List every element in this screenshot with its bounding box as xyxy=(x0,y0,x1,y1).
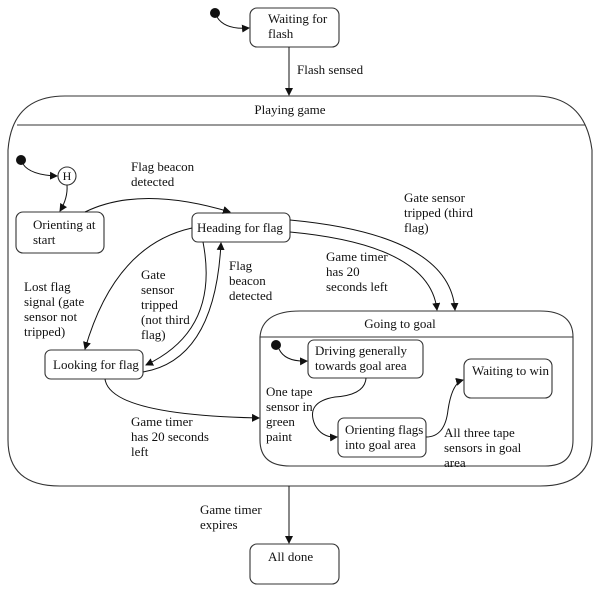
transition-heading-gate-not-third xyxy=(145,241,207,366)
all-done-label: All done xyxy=(268,549,314,564)
orienting-flags-label: Orienting flags into goal area xyxy=(345,422,424,452)
gate-sensor-not-third-label: Gate sensor tripped (not third flag) xyxy=(141,267,190,342)
waiting-for-flash-label: Waiting for flash xyxy=(268,11,328,41)
initial-state-top xyxy=(210,8,220,18)
transition-history-to-orienting xyxy=(59,184,68,212)
transition-looking-flag-beacon xyxy=(142,242,225,373)
waiting-to-win-box[interactable] xyxy=(463,358,553,399)
game-timer-20-label-a: Game timer has 20 seconds left xyxy=(326,249,388,294)
waiting-to-win-label: Waiting to win xyxy=(472,363,549,378)
orienting-at-start-box[interactable] xyxy=(15,211,105,254)
transition-init-to-driving xyxy=(278,348,308,366)
gate-sensor-third-label: Gate sensor tripped (third flag) xyxy=(404,190,473,235)
transition-heading-timer-20 xyxy=(289,231,441,311)
history-label: H xyxy=(62,169,72,183)
all-three-tape-label: All three tape sensors in goal area xyxy=(444,425,522,470)
driving-towards-goal-label: Driving generally towards goal area xyxy=(315,343,408,373)
transition-orienting-to-heading xyxy=(84,198,231,214)
all-done-box[interactable] xyxy=(249,543,340,585)
transition-heading-gate-third xyxy=(289,219,459,311)
looking-for-flag-box[interactable] xyxy=(44,349,144,380)
orienting-at-start-label: Orienting at start xyxy=(33,217,96,247)
looking-for-flag-label: Looking for flag xyxy=(53,357,139,372)
waiting-for-flash-box[interactable] xyxy=(249,7,340,48)
initial-state-goal xyxy=(271,340,281,350)
one-tape-sensor-label: One tape sensor in green paint xyxy=(266,384,313,444)
going-to-goal-border xyxy=(259,310,574,467)
game-timer-20-label-b: Game timer has 20 seconds left xyxy=(131,414,209,459)
game-timer-expires-label: Game timer expires xyxy=(200,502,262,532)
lost-flag-signal-label: Lost flag signal (gate sensor not trippe… xyxy=(24,279,85,339)
flag-beacon-detected-label-1: Flag beacon detected xyxy=(131,159,195,189)
flag-beacon-detected-label-2: Flag beacon detected xyxy=(229,258,273,303)
transition-heading-lost-signal xyxy=(83,227,193,350)
playing-game-border xyxy=(7,95,593,487)
heading-for-flag-box[interactable] xyxy=(191,212,291,243)
transition-init-to-waiting xyxy=(216,16,250,33)
transition-looking-timer-20 xyxy=(104,378,260,422)
going-to-goal-label: Going to goal xyxy=(364,316,436,331)
transition-orienting-to-waiting-win xyxy=(425,377,464,438)
transition-driving-to-orienting-flags xyxy=(312,377,367,442)
initial-state-playing xyxy=(16,155,26,165)
flash-sensed-label: Flash sensed xyxy=(297,62,364,77)
heading-for-flag-label: Heading for flag xyxy=(197,220,283,235)
playing-game-label: Playing game xyxy=(254,102,326,117)
transition-init-to-history xyxy=(22,163,58,180)
